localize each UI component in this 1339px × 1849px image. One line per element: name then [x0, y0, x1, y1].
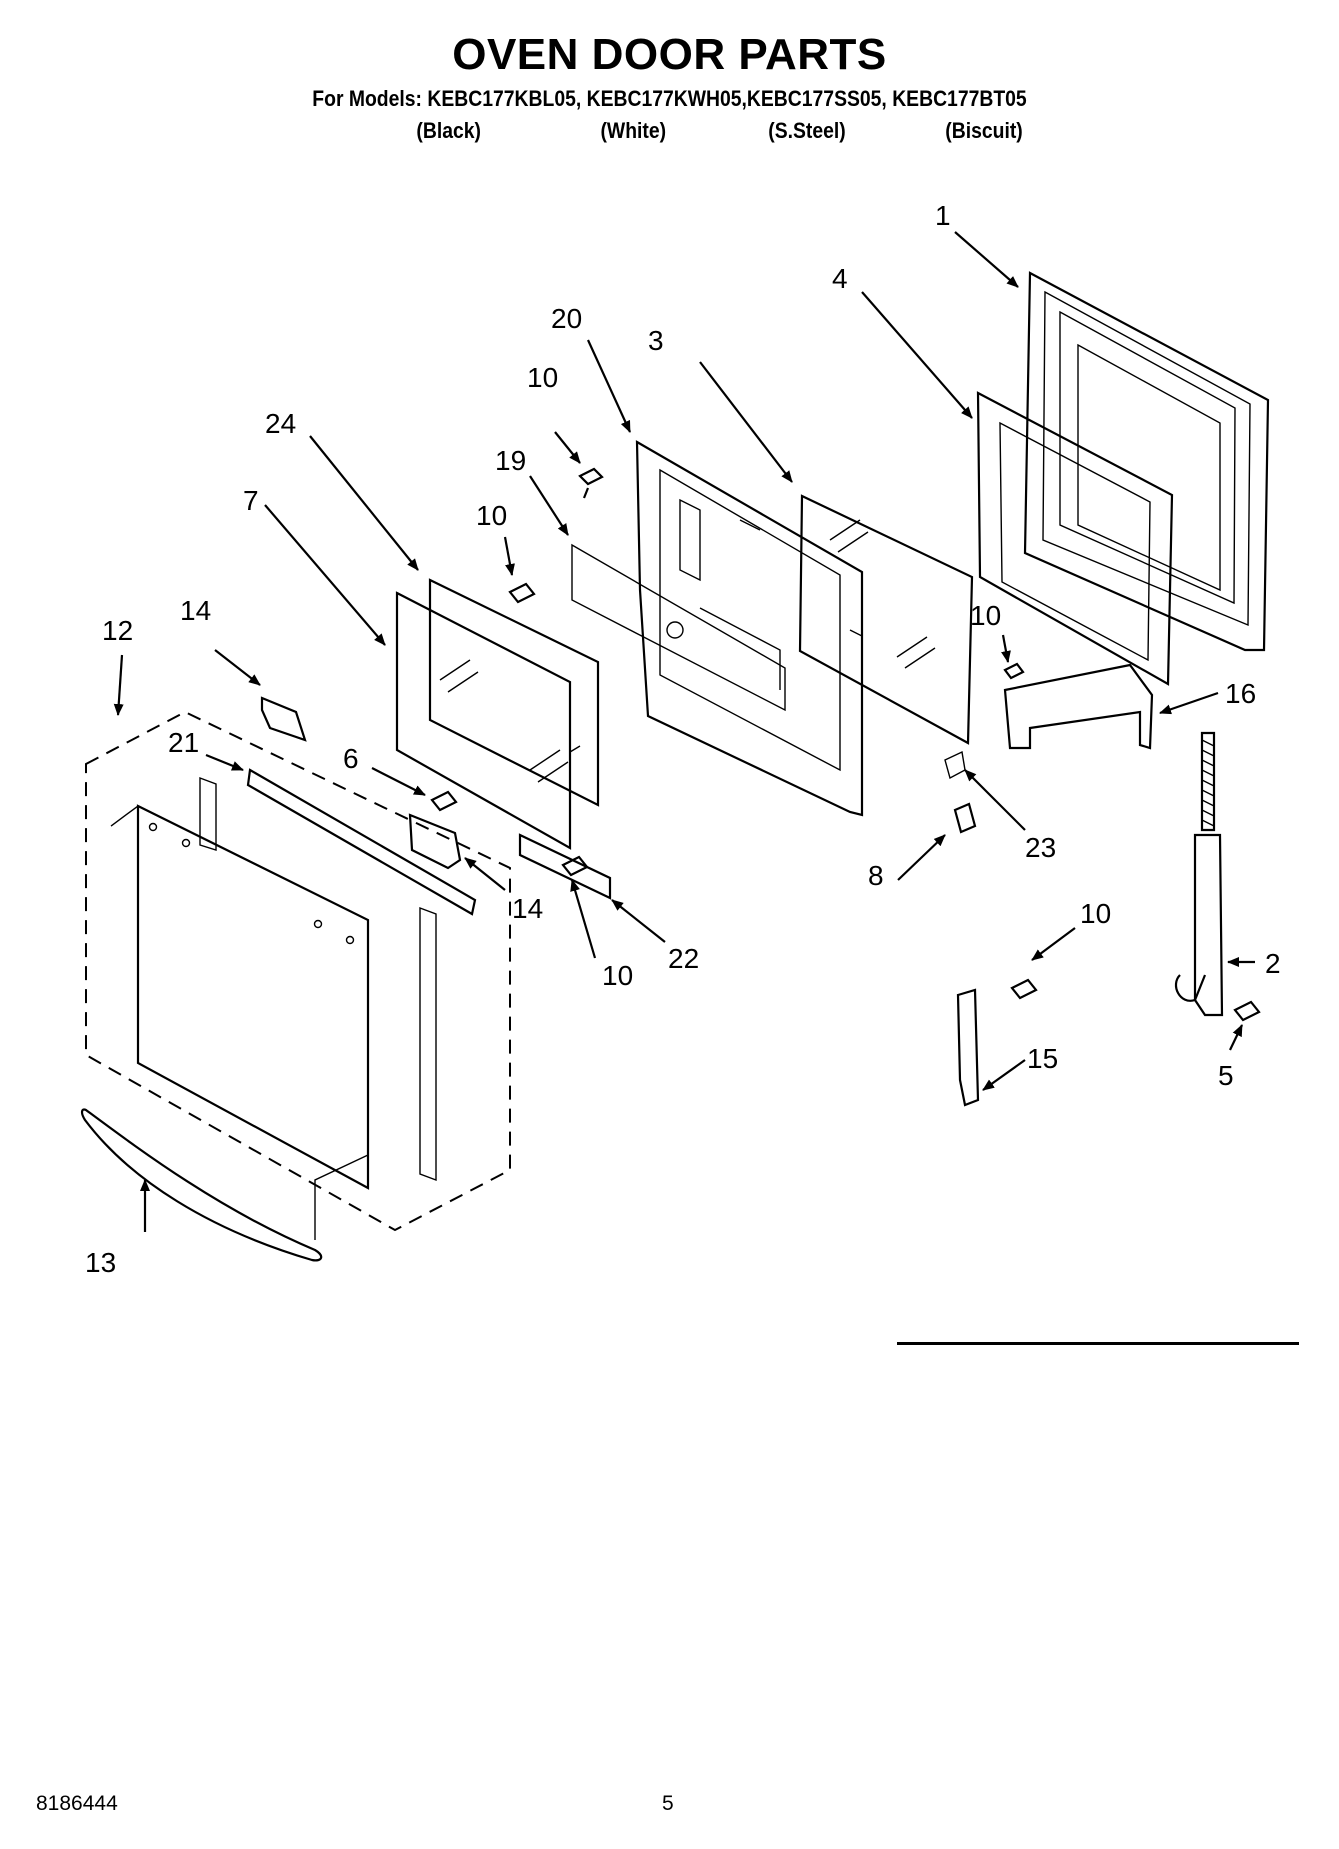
document-number: 8186444	[36, 1792, 118, 1815]
callout-8: 8	[868, 860, 884, 891]
callout-13: 13	[85, 1247, 116, 1278]
callout-20: 20	[551, 303, 582, 334]
side-trim-left	[199, 776, 217, 851]
part-12-door-assembly-outline	[85, 710, 511, 1232]
side-trim-right	[419, 906, 437, 1182]
part-2-hinge	[1174, 731, 1224, 1017]
callout-24: 24	[265, 408, 296, 439]
part-19-shield	[571, 543, 786, 712]
color-variants: (Black) (White) (S.Steel) (Biscuit)	[0, 118, 1339, 148]
callout-16: 16	[1225, 678, 1256, 709]
part-3-glass-panel	[798, 494, 974, 745]
leader-lines	[113, 231, 1255, 1232]
part-13-handle	[80, 1108, 323, 1262]
part-7-inner-glass	[395, 591, 581, 850]
callout-10a: 10	[527, 362, 558, 393]
part-14-hinge-bracket-top	[260, 696, 307, 742]
callout-3: 3	[648, 325, 664, 356]
callout-12: 12	[102, 615, 133, 646]
color-white-label: (White)	[600, 118, 667, 143]
models-line: For Models: KEBC177KBL05, KEBC177KWH05,K…	[312, 86, 1027, 111]
callout-5: 5	[1218, 1060, 1234, 1091]
part-21-strip	[246, 768, 477, 916]
callout-1: 1	[935, 200, 951, 231]
part-20-inner-liner	[635, 440, 864, 817]
callout-6: 6	[343, 743, 359, 774]
part-15-rail	[956, 988, 980, 1107]
part-1-outer-frame	[1023, 271, 1270, 652]
callout-10c: 10	[970, 600, 1001, 631]
part-22-bracket	[518, 833, 612, 900]
callout-4: 4	[832, 263, 848, 294]
part-16-hinge-arm	[1003, 663, 1154, 750]
color-steel-label: (S.Steel)	[768, 118, 846, 143]
callout-23: 23	[1025, 832, 1056, 863]
page-title: OVEN DOOR PARTS	[452, 30, 887, 79]
page-header: OVEN DOOR PARTS For Models: KEBC177KBL05…	[0, 30, 1339, 112]
part-14-hinge-bracket-mid	[408, 813, 462, 870]
part-4-gasket-frame	[976, 391, 1174, 686]
part-24-rear-glass	[428, 578, 600, 807]
color-black-label: (Black)	[416, 118, 481, 143]
screws	[430, 467, 1261, 1022]
callout-22: 22	[668, 943, 699, 974]
callout-10e: 10	[1080, 898, 1111, 929]
part-12-outer-panel	[110, 804, 370, 1240]
callout-2: 2	[1265, 948, 1281, 979]
callout-15: 15	[1027, 1043, 1058, 1074]
callout-labels: 1 2 3 4 5 6 7 8 10 10 10 10 10 12 13 14 …	[85, 200, 1281, 1278]
callout-10b: 10	[476, 500, 507, 531]
color-biscuit-label: (Biscuit)	[945, 118, 1023, 143]
callout-19: 19	[495, 445, 526, 476]
callout-7: 7	[243, 485, 259, 516]
callout-21: 21	[168, 727, 199, 758]
separator-line	[897, 1342, 1299, 1345]
page-number: 5	[662, 1792, 674, 1815]
callout-14b: 14	[512, 893, 543, 924]
callout-14a: 14	[180, 595, 211, 626]
callout-10d: 10	[602, 960, 633, 991]
